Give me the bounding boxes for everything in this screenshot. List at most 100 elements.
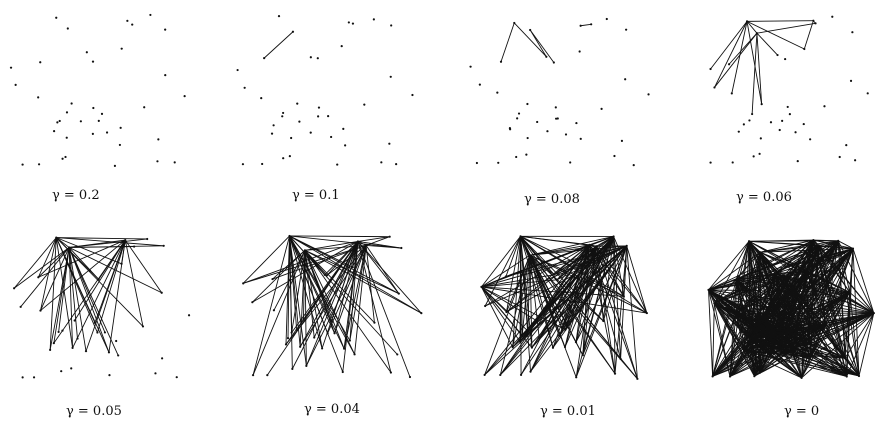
- graph-plot: [242, 234, 423, 379]
- graph-node: [330, 320, 333, 323]
- graph-node: [857, 374, 861, 378]
- graph-edge: [484, 244, 590, 307]
- graph-edge: [844, 292, 851, 359]
- graph-edge: [759, 349, 762, 373]
- graph-edge: [746, 21, 758, 34]
- graph-edge: [743, 350, 860, 377]
- graph-node: [73, 319, 76, 322]
- graph-node: [595, 245, 598, 248]
- graph-node: [517, 112, 521, 115]
- graph-node: [291, 367, 294, 370]
- graph-node: [745, 20, 749, 23]
- graph-node: [555, 278, 559, 281]
- graph-edge: [529, 236, 614, 256]
- graph-node: [480, 285, 483, 288]
- graph-edge: [626, 245, 648, 314]
- graph-edge: [289, 235, 307, 366]
- graph-edge: [746, 21, 763, 105]
- graph-edge: [484, 236, 521, 307]
- graph-node: [805, 269, 808, 272]
- graph-node: [243, 86, 246, 89]
- graph-edge: [746, 20, 805, 50]
- graph-edge: [756, 312, 874, 334]
- graph-node: [478, 83, 481, 86]
- graph-node: [389, 75, 392, 78]
- graph-node: [272, 124, 275, 127]
- graph-edge: [38, 247, 70, 278]
- graph-node: [647, 93, 650, 96]
- graph-edge: [499, 255, 531, 376]
- graph-node: [395, 163, 398, 166]
- graph-edge: [481, 286, 563, 329]
- graph-edge: [708, 251, 761, 291]
- graph-node: [344, 144, 347, 147]
- graph-node: [336, 163, 339, 166]
- graph-edge: [708, 289, 714, 377]
- graph-edge: [124, 239, 163, 294]
- graph-node: [713, 86, 716, 89]
- graph-node: [251, 374, 255, 377]
- graph-edge: [326, 241, 359, 276]
- graph-node: [13, 287, 16, 290]
- graph-plot: [480, 235, 648, 380]
- graph-edge: [291, 250, 306, 333]
- graph-edge: [299, 245, 367, 347]
- graph-node: [581, 354, 584, 357]
- graph-plot: [469, 17, 650, 167]
- graph-edge: [85, 239, 126, 352]
- graph-edge: [756, 332, 847, 377]
- graph-node: [711, 375, 714, 378]
- graph-edge: [751, 33, 758, 115]
- graph-edge: [735, 273, 776, 315]
- graph-node: [39, 61, 42, 64]
- graph-node: [272, 309, 276, 312]
- graph-plot: [13, 236, 191, 379]
- graph-node: [786, 105, 789, 109]
- graph-node: [351, 22, 355, 25]
- graph-edge: [481, 245, 627, 288]
- graph-node: [380, 161, 383, 164]
- graph-edge: [513, 22, 547, 58]
- graph-node: [124, 238, 127, 242]
- graph-edge: [481, 286, 624, 297]
- graph-node: [728, 375, 732, 378]
- graph-node: [563, 345, 567, 349]
- graph-edge: [68, 247, 87, 352]
- graph-node: [552, 61, 555, 64]
- graph-node: [735, 278, 738, 281]
- graph-edge: [481, 274, 555, 288]
- graph-edge: [305, 245, 367, 367]
- graph-node: [84, 350, 88, 353]
- graph-node: [475, 161, 479, 165]
- graph-edge: [714, 21, 748, 88]
- graph-node: [768, 339, 771, 342]
- graph-node: [70, 102, 73, 105]
- graph-node: [753, 375, 756, 378]
- graph-node: [521, 334, 524, 337]
- graph-edge: [582, 246, 597, 356]
- graph-edge: [852, 248, 875, 314]
- graph-edge: [56, 237, 122, 265]
- graph-node: [400, 246, 403, 250]
- graph-node: [784, 276, 787, 279]
- panel-caption: γ = 0.01: [540, 404, 596, 419]
- graph-node: [79, 120, 82, 123]
- graph-edge: [506, 245, 627, 313]
- panel-gamma-0-06: γ = 0.06: [660, 0, 878, 211]
- graph-edge: [365, 245, 375, 323]
- graph-edge: [505, 236, 521, 277]
- graph-edge: [729, 349, 762, 377]
- graph-node: [14, 83, 17, 86]
- graph-edge: [736, 240, 839, 280]
- graph-edge: [806, 248, 854, 272]
- graph-edge: [810, 312, 875, 358]
- graph-edge: [529, 254, 584, 356]
- graph-node: [88, 269, 91, 272]
- graph-node: [499, 60, 503, 63]
- graph-node: [342, 127, 345, 130]
- graph-edge: [756, 33, 763, 105]
- graph-edge: [334, 241, 359, 334]
- panel-gamma-0-2: γ = 0.2: [0, 0, 220, 211]
- graph-edge: [575, 245, 628, 378]
- graph-node: [21, 163, 24, 166]
